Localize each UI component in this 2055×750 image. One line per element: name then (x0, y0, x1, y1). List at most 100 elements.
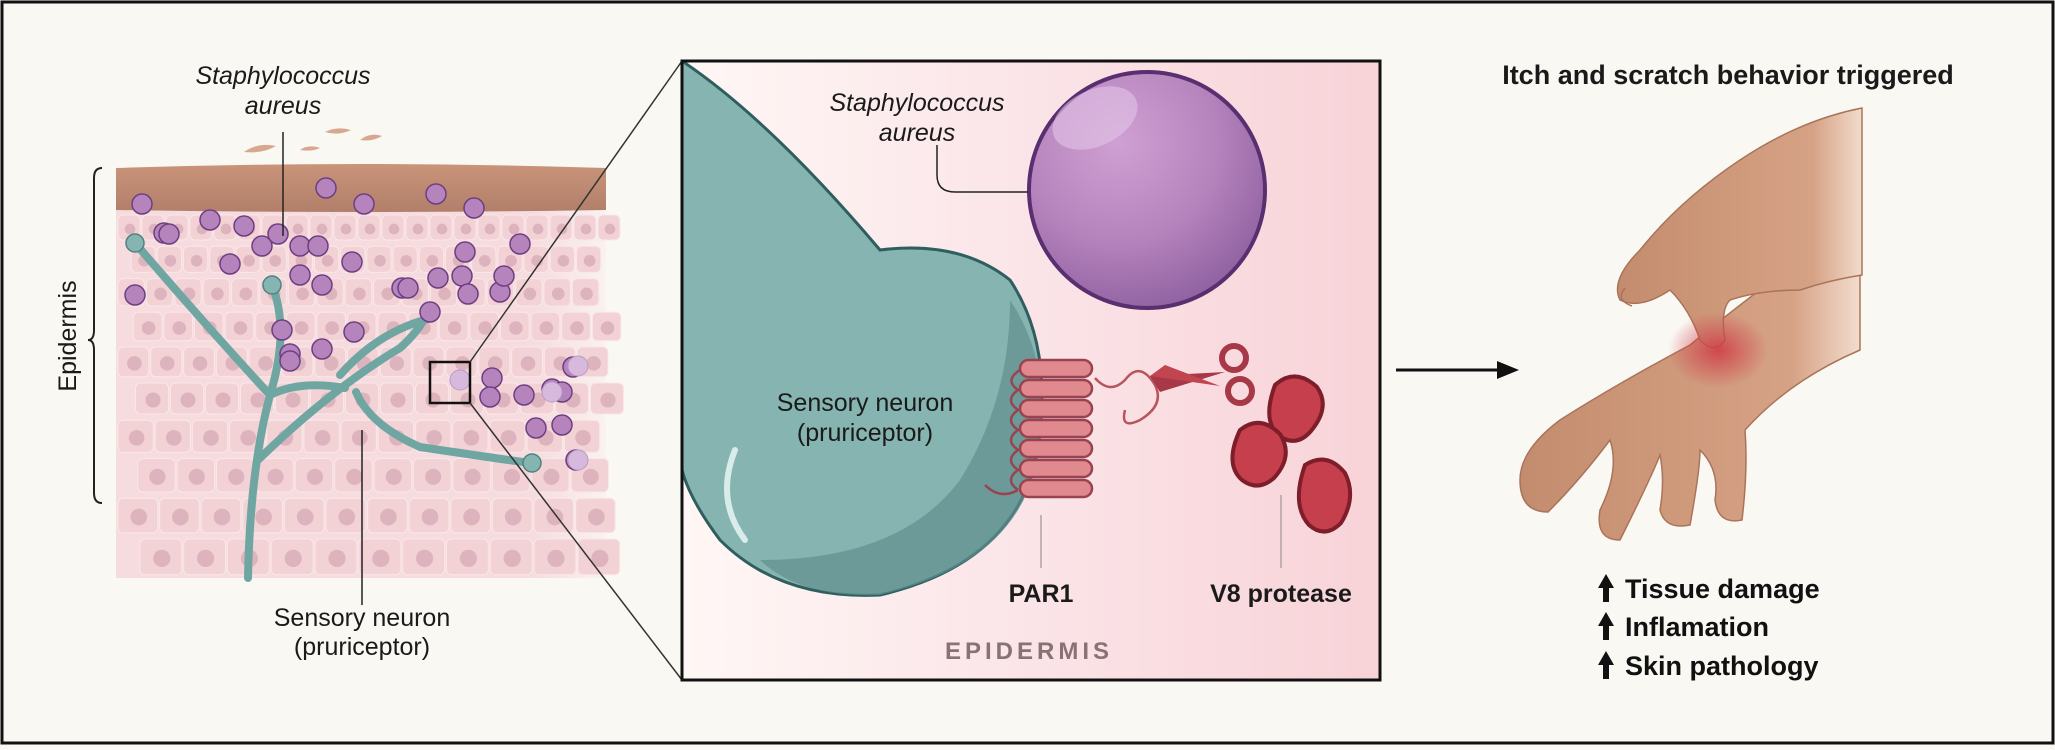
neuron-ending (522, 453, 542, 473)
bacterium (311, 274, 333, 296)
cell-nucleus (551, 287, 565, 301)
receptor-tail (1094, 370, 1160, 425)
zoom-connector-top (469, 60, 683, 363)
cell-nucleus (323, 356, 339, 371)
cell-nucleus (338, 508, 356, 526)
neuron-branch (336, 314, 436, 379)
receptor-helix (1018, 478, 1094, 499)
cell-nucleus (243, 254, 255, 267)
bacterium (219, 253, 241, 275)
cell-nucleus (460, 392, 476, 408)
cell-nucleus (478, 254, 491, 267)
protease-label: V8 protease (1210, 580, 1352, 608)
bacterium (463, 197, 485, 219)
cell-nucleus (412, 223, 424, 235)
cell-nucleus (591, 549, 609, 568)
effect-list: Tissue damage Inflamation Skin pathology (1598, 574, 1820, 681)
effect-label: Inflamation (1625, 612, 1769, 642)
neuron-label-line1: Sensory neuron (274, 604, 451, 632)
up-arrow-icon (1598, 612, 1614, 640)
cell-nucleus (250, 392, 266, 408)
zoom-bacteria-label-line2: aureus (879, 119, 955, 147)
cell-nucleus (487, 356, 503, 371)
bacterium (315, 177, 337, 199)
cell-nucleus (400, 254, 413, 267)
bacterium (451, 265, 473, 287)
scratching-hands (1519, 107, 1863, 541)
cell-nucleus (172, 321, 186, 335)
cell-nucleus (294, 321, 309, 335)
cell-nucleus (547, 549, 565, 568)
cell-nucleus (381, 287, 395, 301)
cell-nucleus (154, 287, 167, 301)
cell-nucleus (546, 508, 564, 526)
stratum-corneum (116, 164, 606, 212)
cell-nucleus (192, 356, 208, 371)
bacterium (307, 235, 329, 257)
cell-nucleus (141, 321, 156, 335)
cell-nucleus (604, 223, 616, 235)
neuron-ending (125, 233, 145, 253)
receptor-helix (1018, 418, 1094, 439)
cell-nucleus (389, 356, 405, 371)
neuron-branches (125, 233, 542, 582)
zoom-bacteria-label-line1: Staphylococcus (829, 89, 1004, 117)
cell-nucleus (580, 223, 592, 235)
cell-nucleus (165, 429, 182, 446)
receptor-helix (1018, 378, 1094, 399)
cell-nucleus (374, 254, 386, 267)
effect-item: Skin pathology (1598, 651, 1819, 681)
cell-nucleus (436, 223, 448, 235)
cell-nucleus (220, 223, 232, 235)
cell-nucleus (588, 508, 605, 526)
receptor-helix (1018, 458, 1094, 479)
bacterium (311, 338, 333, 360)
cell-nucleus (128, 429, 145, 446)
cell-nucleus (153, 549, 171, 568)
cell-nucleus (316, 223, 328, 235)
epidermis-layer-label: EPIDERMIS (945, 638, 1113, 665)
bacterium-faded (449, 369, 471, 391)
cell-nucleus (426, 429, 443, 446)
cell-nucleus (388, 223, 400, 235)
bacterium-faded (567, 355, 589, 377)
cell-nucleus (372, 549, 390, 568)
neuron-branch (352, 388, 536, 467)
neuron-shading (760, 300, 1042, 596)
cell-nucleus (325, 321, 340, 335)
right-arrow-icon (1396, 361, 1519, 379)
bacterium (481, 367, 503, 389)
skin-flakes (244, 128, 382, 153)
cell-nucleus (447, 321, 462, 335)
cell-nucleus (380, 508, 397, 526)
cell-nucleus (385, 468, 402, 485)
neuron-label-line2: (pruriceptor) (294, 633, 430, 661)
cell-nucleus (582, 468, 599, 485)
cell-nucleus (421, 508, 439, 526)
cell-nucleus (130, 508, 148, 526)
sphere-leader-line (936, 145, 1028, 193)
cell-nucleus (328, 549, 346, 568)
cell-nucleus (295, 254, 308, 267)
cell-nucleus (188, 468, 205, 485)
cell-nucleus (600, 392, 616, 408)
up-arrow-icon (1598, 651, 1614, 679)
cell-nucleus (557, 254, 570, 267)
bacterium-faded (567, 449, 589, 471)
cell-nucleus (240, 429, 257, 446)
sphere-highlight (1052, 86, 1138, 150)
cell-nucleus (314, 429, 331, 446)
cell-nucleus (190, 254, 203, 267)
cell-nucleus (463, 429, 480, 446)
cell-nucleus (478, 321, 493, 335)
bacterium (427, 267, 449, 289)
effect-item: Tissue damage (1598, 574, 1820, 604)
receptor-helix (1018, 438, 1094, 459)
cell-nucleus (145, 392, 161, 408)
cell-nucleus (508, 223, 520, 235)
zoom-box (428, 360, 472, 405)
bacterium (271, 319, 293, 341)
cell-nucleus (500, 429, 517, 446)
receptor-loop (1009, 368, 1021, 492)
cell-nucleus (425, 468, 442, 485)
